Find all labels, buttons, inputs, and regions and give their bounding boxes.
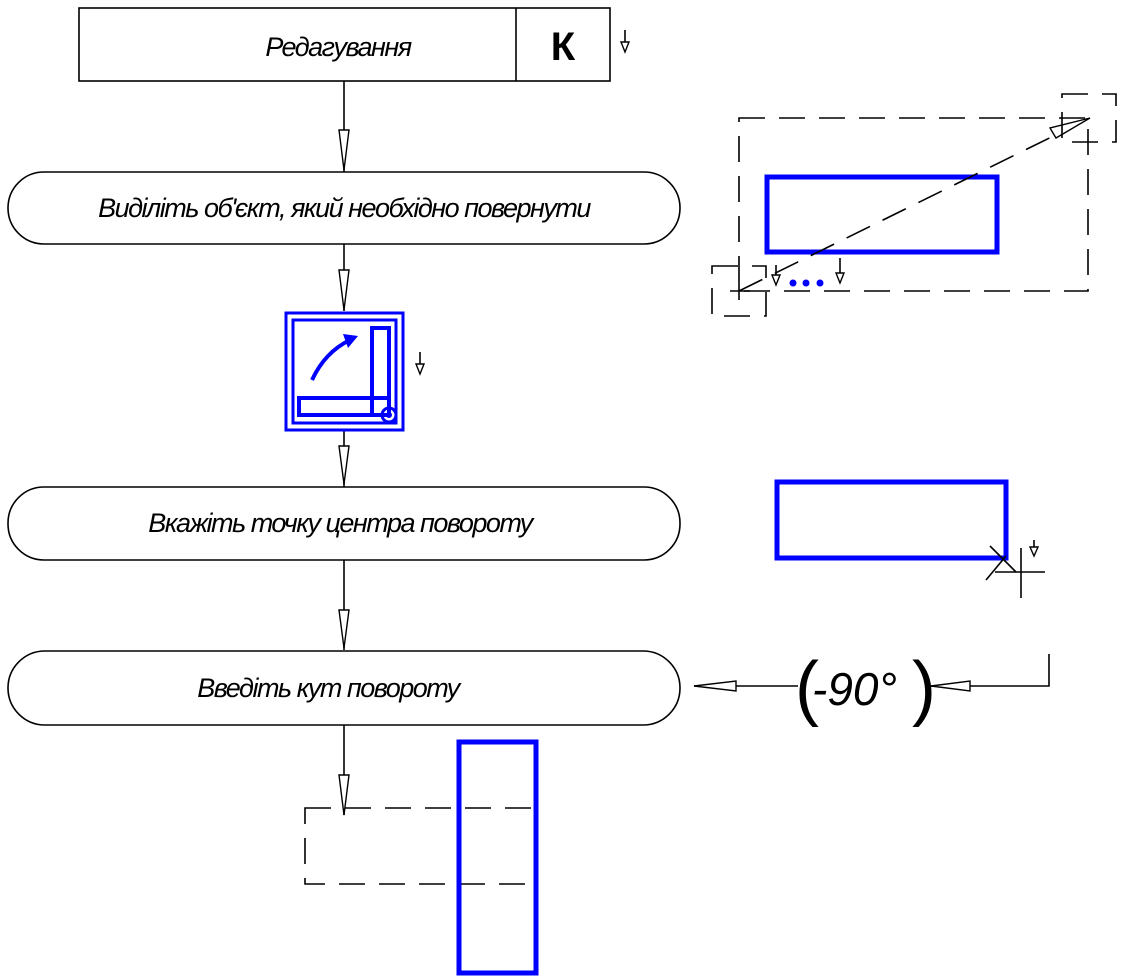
menu-block: Редагування К (78, 7, 611, 82)
object-original-outline (304, 807, 538, 885)
menu-frame (78, 7, 611, 82)
step-3-frame (7, 650, 681, 726)
flow-connectors (338, 81, 350, 816)
angle-open-paren: ( (795, 648, 819, 728)
object-before-rotation (774, 479, 1009, 561)
angle-connector (693, 654, 1050, 692)
step-2-frame (7, 486, 681, 561)
step-rotation-angle: Введіть кут повороту (7, 650, 681, 726)
step-3-label: Введіть кут повороту (197, 673, 461, 703)
angle-close-paren: ) (912, 648, 936, 728)
mouse-click-icon (414, 352, 426, 376)
selection-diagonal (738, 117, 1091, 292)
diagonal-arrowhead (1048, 117, 1091, 139)
mouse-click-icon (619, 30, 631, 54)
angle-input[interactable]: ( -90° ) (795, 648, 936, 728)
step-1-frame (7, 171, 681, 245)
menu-title[interactable]: Редагування (265, 32, 413, 62)
rotate-icon[interactable] (284, 311, 405, 432)
selected-object (764, 174, 1000, 255)
rotation-result-illustration (304, 739, 539, 976)
angle-value: -90° (812, 663, 897, 715)
center-point-illustration (774, 479, 1045, 598)
step-select-object: Виділіть об'єкт, який необхідно повернут… (7, 171, 681, 245)
step-1-label: Виділіть об'єкт, який необхідно повернут… (98, 193, 591, 223)
step-2-label: Вкажіть точку центра повороту (148, 508, 535, 538)
selection-illustration (711, 93, 1117, 317)
object-rotated (456, 739, 539, 976)
selection-window (738, 117, 1089, 292)
corner-start (711, 265, 767, 317)
corner-end (1061, 93, 1117, 143)
menu-key[interactable]: К (551, 25, 576, 69)
step-rotation-center: Вкажіть точку центра повороту (7, 486, 681, 561)
